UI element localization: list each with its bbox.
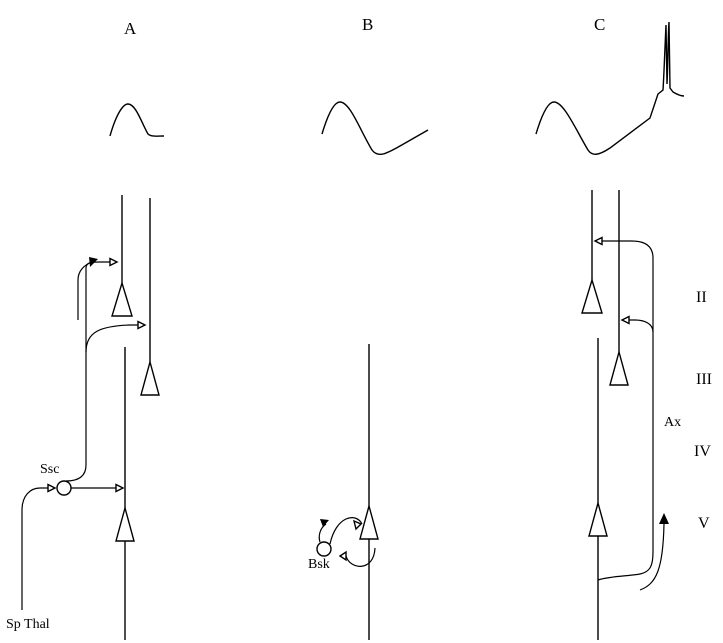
- pyramidal-soma-a3: [115, 505, 135, 542]
- pyramidal-soma-a1: [111, 280, 133, 317]
- pyramidal-soma-b: [359, 503, 379, 540]
- panel-label-c: C: [594, 15, 605, 34]
- arrowhead-a: [89, 257, 98, 267]
- spiny-stellate-soma: [56, 480, 72, 496]
- layer-label-ii: II: [696, 289, 707, 306]
- panel-label-b: B: [362, 15, 373, 34]
- bsk-label: Bsk: [308, 557, 330, 572]
- waveform-c: [535, 21, 685, 155]
- synapse-bsk-lower: [338, 550, 347, 562]
- waveform-a: [109, 103, 165, 137]
- basket-cell-soma: [316, 541, 332, 557]
- arrowhead-c: [659, 513, 669, 524]
- layer-label-iv: IV: [694, 443, 711, 460]
- ax-label: Ax: [664, 415, 681, 430]
- panel-b-circuit: [316, 344, 379, 640]
- ssc-label: Ssc: [40, 462, 59, 477]
- synapse-ax-pyr-ii: [593, 236, 603, 246]
- synapse-thal-ssc: [47, 483, 57, 493]
- sp-thal-label: Sp Thal: [6, 617, 50, 632]
- synapse-ssc-pyr-v: [115, 483, 125, 493]
- synapse-ssc-pyr-iii: [137, 320, 147, 330]
- pyramidal-soma-c2: [609, 349, 629, 386]
- panel-c-circuit: [581, 190, 669, 640]
- synapse-ssc-pyr-ii: [109, 257, 119, 267]
- waveform-b: [321, 101, 429, 156]
- arrowhead-b: [320, 519, 329, 527]
- synapse-bsk-upper: [352, 519, 363, 531]
- pyramidal-soma-a2: [140, 359, 160, 396]
- panel-label-a: A: [124, 19, 137, 38]
- pyramidal-soma-c1: [581, 277, 603, 314]
- pyramidal-soma-c3: [588, 500, 608, 537]
- panel-a-circuit: [21, 195, 160, 640]
- layer-label-iii: III: [696, 371, 712, 388]
- synapse-ax-pyr-iii: [620, 315, 630, 325]
- layer-label-v: V: [698, 515, 710, 532]
